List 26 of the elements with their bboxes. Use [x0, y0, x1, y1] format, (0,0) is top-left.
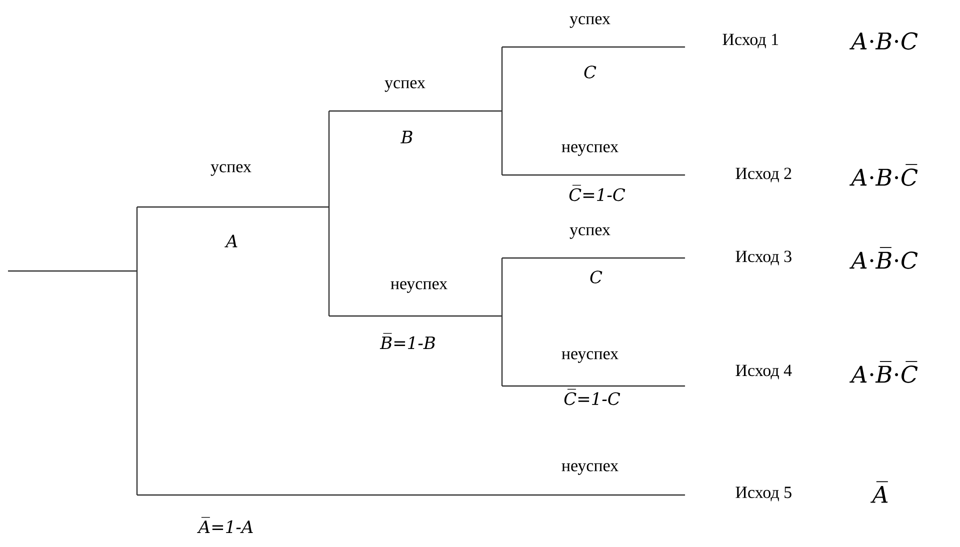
branch-label: успех — [570, 16, 610, 28]
probability-label: B — [400, 130, 412, 144]
branch-label: неуспех — [562, 463, 618, 475]
outcome-formula: A⋅B̅⋅C̅ — [849, 361, 918, 383]
outcome-label: Исход 1 — [722, 34, 778, 48]
outcome-label: Исход 3 — [736, 250, 792, 266]
probability-label: C — [584, 66, 596, 78]
branch-label: успех — [210, 164, 252, 176]
outcome-label: Исход 5 — [736, 486, 792, 502]
branch-label: неуспех — [562, 144, 618, 156]
outcome-formula: A⋅B⋅C̅ — [849, 164, 918, 186]
branch-label: успех — [384, 80, 426, 92]
branch-label: успех — [570, 227, 610, 239]
probability-label: C — [590, 270, 602, 284]
outcome-formula: A⋅B̅⋅C — [849, 247, 918, 269]
probability-label: B̅=1-B — [380, 333, 435, 349]
branch-label: неуспех — [390, 281, 448, 293]
outcome-label: Исход 4 — [736, 364, 792, 380]
probability-label: C̅=1-C — [564, 388, 620, 406]
outcome-label: Исход 2 — [736, 168, 792, 182]
probability-label: A̅=1-A — [197, 517, 253, 533]
outcome-formula: A⋅B⋅C — [849, 32, 918, 50]
probability-label: C̅=1-C — [569, 184, 626, 202]
outcome-formula: A̅ — [870, 481, 888, 503]
probability-label: A — [224, 234, 238, 248]
branch-label: неуспех — [562, 351, 618, 363]
